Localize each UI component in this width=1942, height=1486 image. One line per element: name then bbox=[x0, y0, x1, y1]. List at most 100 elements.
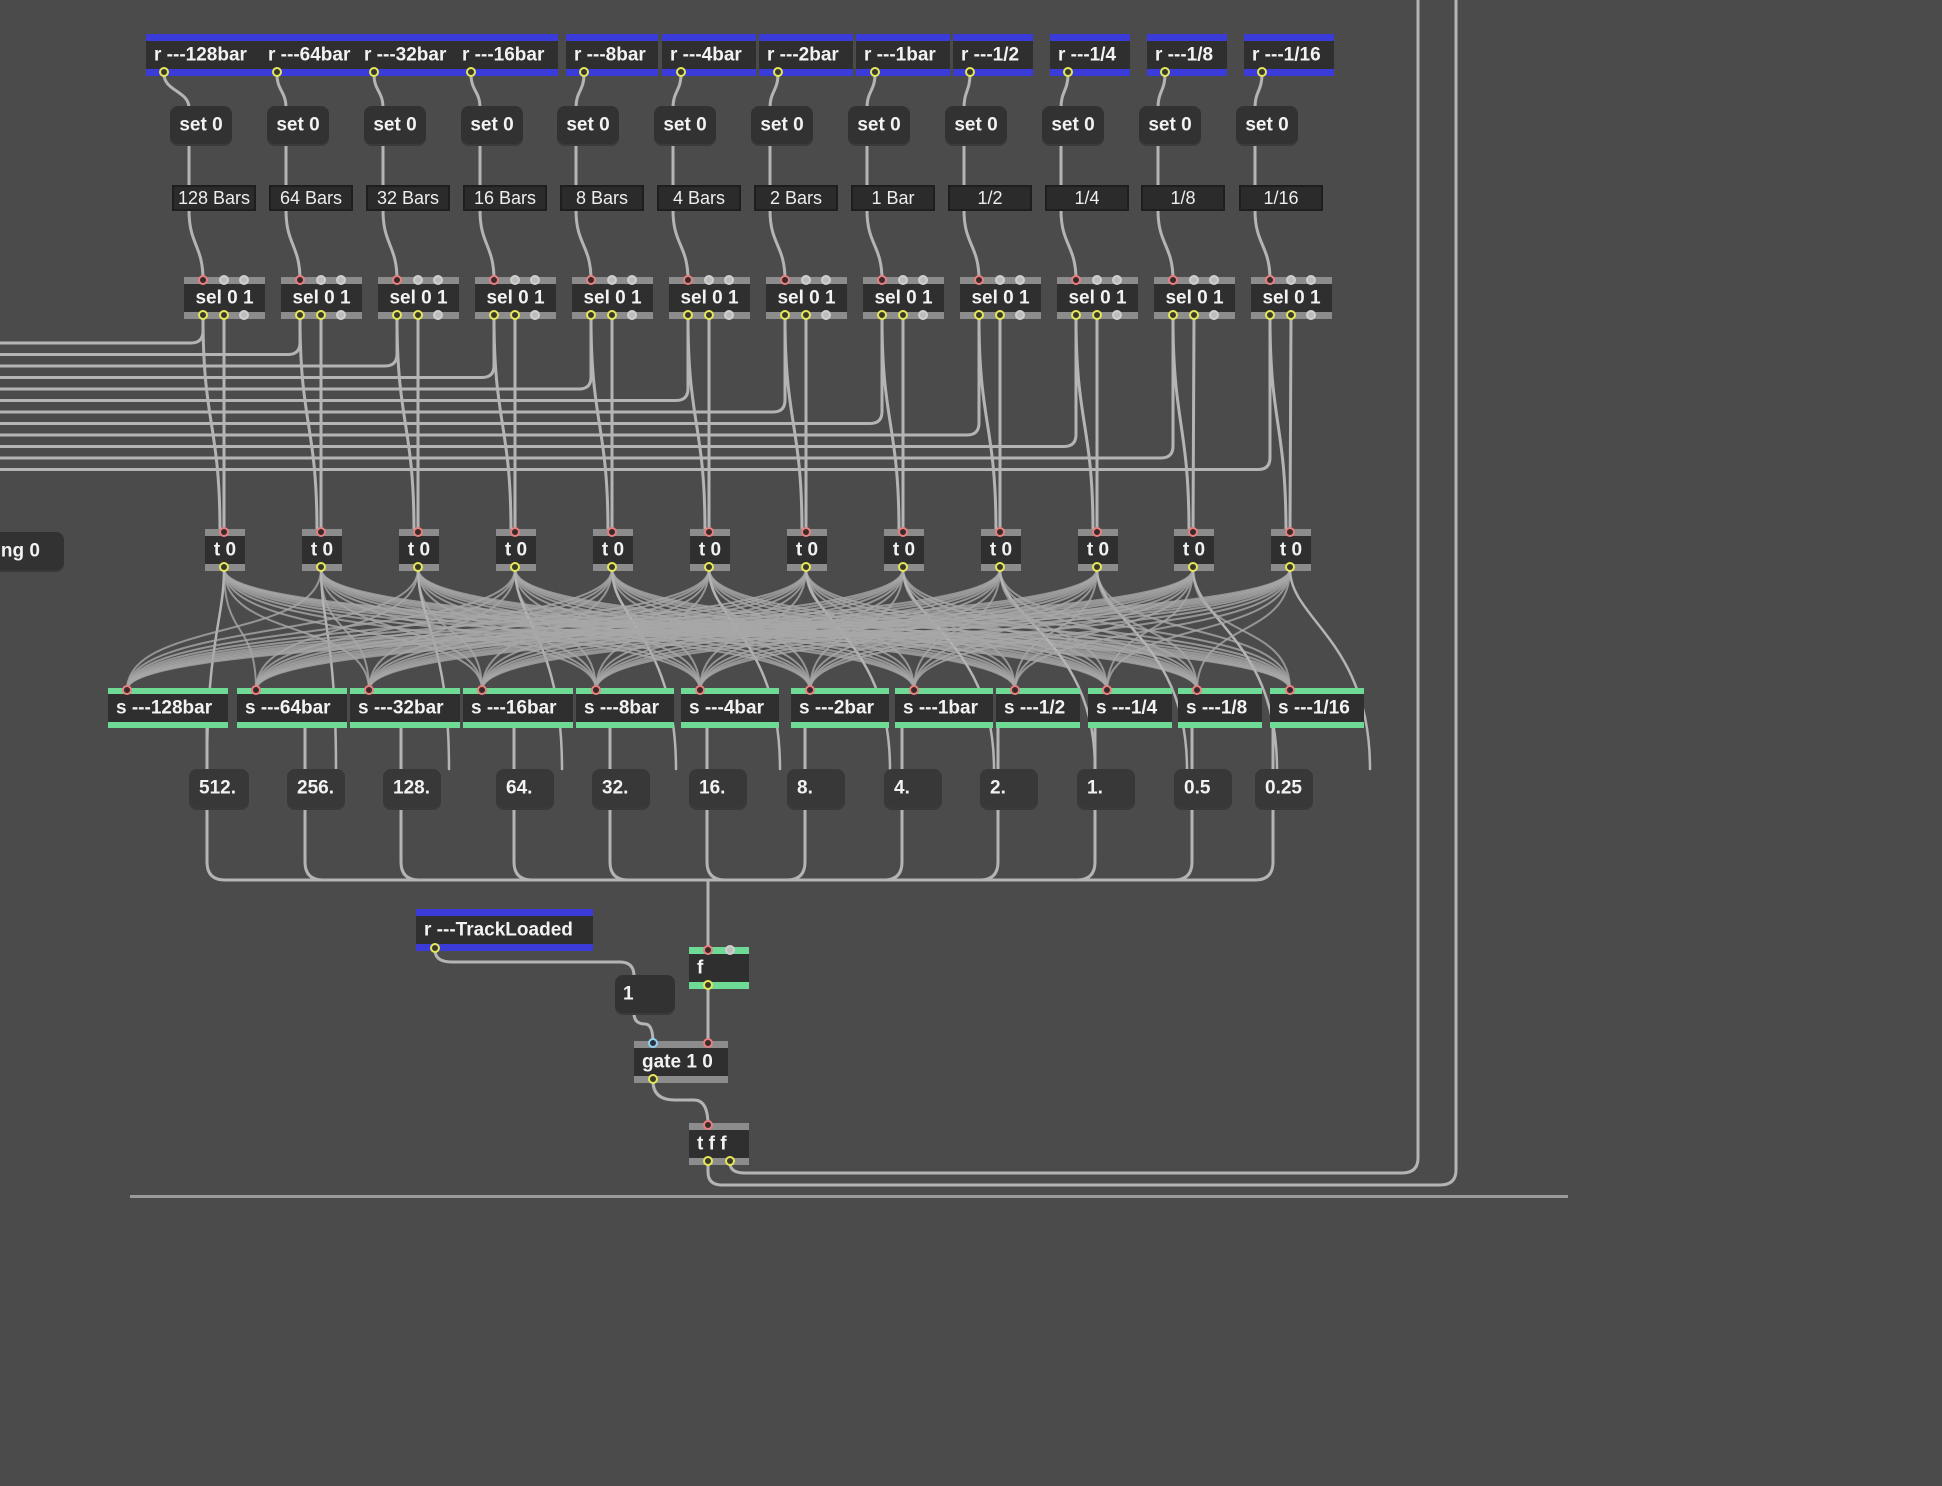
send-inlet-16bar[interactable] bbox=[477, 685, 487, 695]
ping-message[interactable]: ping 0 bbox=[0, 532, 64, 570]
receive-outlet-eighth[interactable] bbox=[1160, 67, 1170, 77]
select-inlet-eighth[interactable] bbox=[1168, 275, 1178, 285]
label-half[interactable]: 1/2 bbox=[948, 185, 1032, 211]
select-inlet3-128bar[interactable] bbox=[239, 275, 249, 285]
select-outlet0-64bar[interactable] bbox=[295, 310, 305, 320]
set-message-eighth[interactable]: set 0 bbox=[1139, 106, 1201, 144]
send-1bar[interactable]: s ---1bar bbox=[895, 688, 993, 728]
select-inlet-sixteenth[interactable] bbox=[1265, 275, 1275, 285]
receive-outlet-sixteenth[interactable] bbox=[1257, 67, 1267, 77]
receive-32bar[interactable]: r ---32bar bbox=[356, 34, 460, 76]
trigger-inlet-64bar[interactable] bbox=[316, 527, 326, 537]
select-inlet2-sixteenth[interactable] bbox=[1286, 275, 1296, 285]
send-inlet-quarter[interactable] bbox=[1102, 685, 1112, 695]
select-outlet0-1bar[interactable] bbox=[877, 310, 887, 320]
float-inlet-right[interactable] bbox=[725, 945, 735, 955]
float-outlet[interactable] bbox=[703, 980, 713, 990]
receive-outlet-64bar[interactable] bbox=[272, 67, 282, 77]
gate-inlet-left[interactable] bbox=[648, 1038, 658, 1048]
select-outlet1-32bar[interactable] bbox=[413, 310, 423, 320]
select-outlet2-quarter[interactable] bbox=[1112, 310, 1122, 320]
label-128bar[interactable]: 128 Bars bbox=[172, 185, 256, 211]
set-message-sixteenth[interactable]: set 0 bbox=[1236, 106, 1298, 144]
select-inlet-128bar[interactable] bbox=[198, 275, 208, 285]
value-message-eighth[interactable]: 0.5 bbox=[1174, 769, 1232, 807]
select-outlet1-sixteenth[interactable] bbox=[1286, 310, 1296, 320]
select-outlet0-half[interactable] bbox=[974, 310, 984, 320]
gate-inlet-right[interactable] bbox=[703, 1038, 713, 1048]
trigger-outlet-1bar[interactable] bbox=[898, 562, 908, 572]
select-inlet-16bar[interactable] bbox=[489, 275, 499, 285]
select-inlet3-8bar[interactable] bbox=[627, 275, 637, 285]
trigger-inlet-eighth[interactable] bbox=[1188, 527, 1198, 537]
receive-outlet-quarter[interactable] bbox=[1063, 67, 1073, 77]
send-half[interactable]: s ---1/2 bbox=[996, 688, 1080, 728]
receive-outlet-half[interactable] bbox=[965, 67, 975, 77]
select-outlet1-16bar[interactable] bbox=[510, 310, 520, 320]
select-outlet2-sixteenth[interactable] bbox=[1306, 310, 1316, 320]
select-inlet-half[interactable] bbox=[974, 275, 984, 285]
label-2bar[interactable]: 2 Bars bbox=[754, 185, 838, 211]
select-inlet3-quarter[interactable] bbox=[1112, 275, 1122, 285]
value-message-64bar[interactable]: 256. bbox=[287, 769, 345, 807]
select-inlet3-64bar[interactable] bbox=[336, 275, 346, 285]
send-8bar[interactable]: s ---8bar bbox=[576, 688, 674, 728]
select-inlet3-sixteenth[interactable] bbox=[1306, 275, 1316, 285]
select-inlet2-64bar[interactable] bbox=[316, 275, 326, 285]
send-inlet-half[interactable] bbox=[1010, 685, 1020, 695]
select-inlet3-16bar[interactable] bbox=[530, 275, 540, 285]
select-outlet0-4bar[interactable] bbox=[683, 310, 693, 320]
select-outlet0-eighth[interactable] bbox=[1168, 310, 1178, 320]
trigger-outlet-4bar[interactable] bbox=[704, 562, 714, 572]
select-inlet-1bar[interactable] bbox=[877, 275, 887, 285]
receive-outlet-1bar[interactable] bbox=[870, 67, 880, 77]
select-outlet2-eighth[interactable] bbox=[1209, 310, 1219, 320]
value-message-1bar[interactable]: 4. bbox=[884, 769, 942, 807]
value-message-128bar[interactable]: 512. bbox=[189, 769, 249, 807]
value-message-quarter[interactable]: 1. bbox=[1077, 769, 1135, 807]
set-message-128bar[interactable]: set 0 bbox=[170, 106, 232, 144]
select-outlet1-4bar[interactable] bbox=[704, 310, 714, 320]
set-message-16bar[interactable]: set 0 bbox=[461, 106, 523, 144]
trigger-outlet-eighth[interactable] bbox=[1188, 562, 1198, 572]
select-outlet1-8bar[interactable] bbox=[607, 310, 617, 320]
trigger-outlet-16bar[interactable] bbox=[510, 562, 520, 572]
select-inlet2-1bar[interactable] bbox=[898, 275, 908, 285]
trigger-outlet-quarter[interactable] bbox=[1092, 562, 1102, 572]
receive-trackloaded[interactable]: r ---TrackLoaded bbox=[416, 909, 593, 951]
set-message-half[interactable]: set 0 bbox=[945, 106, 1007, 144]
select-inlet2-2bar[interactable] bbox=[801, 275, 811, 285]
trigger-inlet-half[interactable] bbox=[995, 527, 1005, 537]
select-outlet1-half[interactable] bbox=[995, 310, 1005, 320]
select-inlet2-eighth[interactable] bbox=[1189, 275, 1199, 285]
select-outlet1-128bar[interactable] bbox=[219, 310, 229, 320]
select-inlet2-quarter[interactable] bbox=[1092, 275, 1102, 285]
receive-outlet-4bar[interactable] bbox=[676, 67, 686, 77]
trigger-outlet-32bar[interactable] bbox=[413, 562, 423, 572]
value-message-8bar[interactable]: 32. bbox=[592, 769, 650, 807]
horizontal-scrollbar[interactable] bbox=[130, 1195, 1568, 1198]
label-sixteenth[interactable]: 1/16 bbox=[1239, 185, 1323, 211]
trigger-outlet-128bar[interactable] bbox=[219, 562, 229, 572]
trackloaded-outlet[interactable] bbox=[430, 943, 440, 953]
send-inlet-4bar[interactable] bbox=[695, 685, 705, 695]
set-message-2bar[interactable]: set 0 bbox=[751, 106, 813, 144]
select-inlet3-eighth[interactable] bbox=[1209, 275, 1219, 285]
select-inlet2-16bar[interactable] bbox=[510, 275, 520, 285]
select-inlet3-2bar[interactable] bbox=[821, 275, 831, 285]
select-inlet3-4bar[interactable] bbox=[724, 275, 734, 285]
select-inlet2-8bar[interactable] bbox=[607, 275, 617, 285]
label-64bar[interactable]: 64 Bars bbox=[269, 185, 353, 211]
send-4bar[interactable]: s ---4bar bbox=[681, 688, 779, 728]
select-inlet3-1bar[interactable] bbox=[918, 275, 928, 285]
send-inlet-sixteenth[interactable] bbox=[1285, 685, 1295, 695]
label-1bar[interactable]: 1 Bar bbox=[851, 185, 935, 211]
send-inlet-32bar[interactable] bbox=[364, 685, 374, 695]
set-message-32bar[interactable]: set 0 bbox=[364, 106, 426, 144]
set-message-64bar[interactable]: set 0 bbox=[267, 106, 329, 144]
set-message-4bar[interactable]: set 0 bbox=[654, 106, 716, 144]
label-4bar[interactable]: 4 Bars bbox=[657, 185, 741, 211]
receive-outlet-32bar[interactable] bbox=[369, 67, 379, 77]
value-message-sixteenth[interactable]: 0.25 bbox=[1255, 769, 1313, 807]
select-outlet0-8bar[interactable] bbox=[586, 310, 596, 320]
